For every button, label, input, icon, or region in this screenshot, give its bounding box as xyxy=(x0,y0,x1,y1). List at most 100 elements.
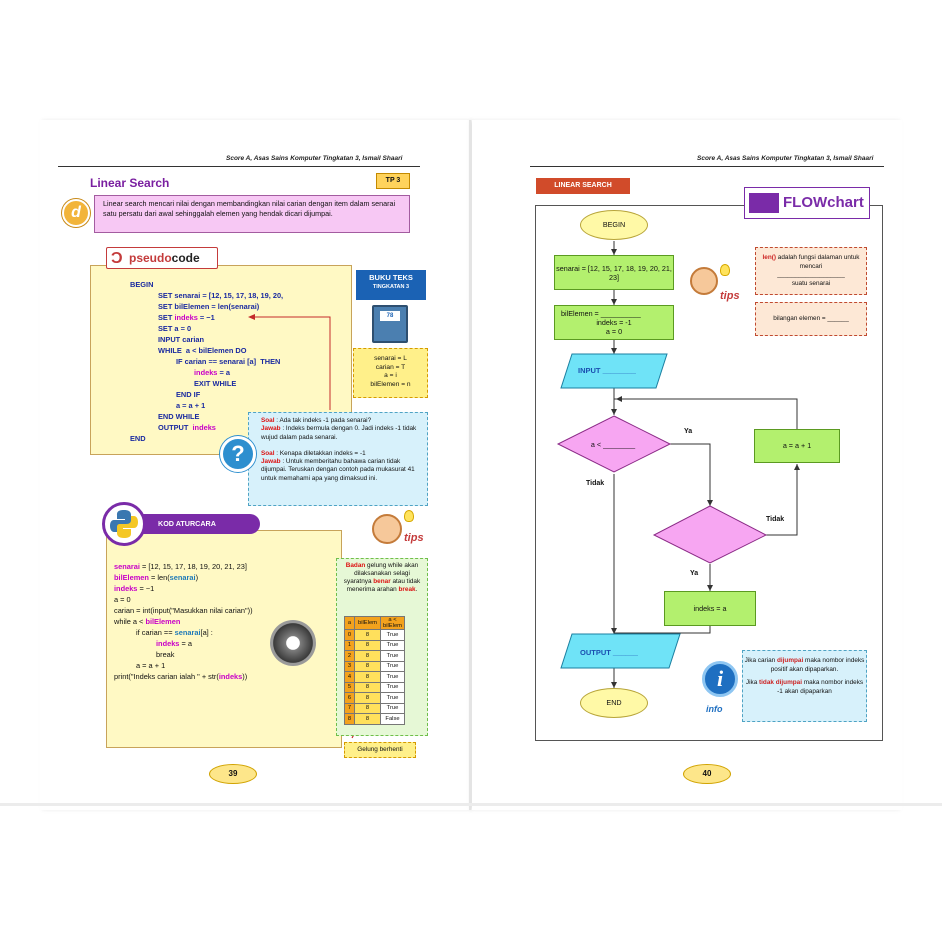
flow-label-ya: Ya xyxy=(690,570,699,577)
table-header: bilElem xyxy=(354,616,381,630)
buku-teks-title: BUKU TEKS xyxy=(369,273,413,282)
pseudo-line: IF carian == senarai [a] THEN xyxy=(176,357,281,366)
answer-2: Jawab : Untuk memberitahu bahawa carian … xyxy=(261,458,415,482)
header-rule-right xyxy=(530,166,884,167)
pseudo-line: OUTPUT indeks xyxy=(158,423,216,432)
info-line-not-found: Jika tidak dijumpai maka nombor indeks -… xyxy=(745,679,864,695)
loop-stop-note: Gelung berhenti xyxy=(344,742,416,758)
code-line: print("Indeks carian ialah " + str(indek… xyxy=(114,672,248,681)
pseudo-line: END IF xyxy=(176,390,201,399)
code-line: senarai = [12, 15, 17, 18, 19, 20, 21, 2… xyxy=(114,562,247,571)
pseudo-line: END WHILE xyxy=(158,412,200,421)
book-page-number: 78 xyxy=(380,311,400,321)
len-note-blank: ___________________ xyxy=(777,271,845,278)
output-parallelogram xyxy=(560,633,681,669)
page-edge xyxy=(0,803,942,806)
pseudo-line: END xyxy=(130,434,146,443)
tips-text: Badan gelung while akan dilaksanakan sel… xyxy=(343,562,421,593)
pseudo-line: EXIT WHILE xyxy=(194,379,237,388)
lightbulb-icon xyxy=(404,510,414,522)
code-line: indeks = a xyxy=(156,639,192,648)
flow-increment: a = a + 1 xyxy=(754,429,840,463)
decision-diamond-1 xyxy=(556,415,672,473)
code-line: if carian == senarai[a] : xyxy=(136,628,213,637)
code-line: bilElemen = len(senarai) xyxy=(114,573,199,582)
pseudo-line: BEGIN xyxy=(130,280,154,289)
pseudo-line: indeks = a xyxy=(194,368,230,377)
kid-icon xyxy=(372,514,402,544)
page-number-right: 40 xyxy=(683,764,731,784)
tips-label: tips xyxy=(404,532,424,544)
pseudo-line: SET bilElemen = len(senarai) xyxy=(158,302,260,311)
table-header: a < bilElem xyxy=(380,616,405,630)
pseudocode-c-icon: Ɔ xyxy=(111,250,123,267)
code-line: break xyxy=(156,650,175,659)
len-note: len() adalah fungsi dalaman untuk mencar… xyxy=(755,247,867,295)
flow-label-tidak: Tidak xyxy=(766,516,785,523)
code-line: a = a + 1 xyxy=(136,661,166,670)
python-logo-svg xyxy=(110,510,138,538)
pseudo-line: SET a = 0 xyxy=(158,324,192,333)
decision-diamond-2 xyxy=(652,505,768,564)
var-note: carian = T xyxy=(375,363,406,371)
var-note: senarai = L xyxy=(374,355,407,362)
info-box: Jika carian dijumpai maka nombor indeks … xyxy=(742,650,867,722)
var-note: a = i xyxy=(384,372,397,379)
kid-icon xyxy=(690,267,718,295)
answer-1: Jawab : Indeks bermula dengan 0. Jadi in… xyxy=(261,425,417,441)
running-head-right: Score A, Asas Sains Komputer Tingkatan 3… xyxy=(697,155,874,162)
info-line-found: Jika carian dijumpai maka nombor indeks … xyxy=(744,657,865,673)
flow-label-ya: Ya xyxy=(684,428,693,435)
question-box: Soal : Ada tak indeks -1 pada senarai? J… xyxy=(248,412,428,506)
len-note-line: len() adalah fungsi dalaman untuk mencar… xyxy=(762,254,860,270)
pseudo-line: SET indeks = −1 xyxy=(158,313,215,322)
flowchart-label: FLOWchart xyxy=(744,187,870,219)
intro-box: Linear search mencari nilai dengan memba… xyxy=(94,195,410,233)
flow-init-vars: bilElemen = __________ indeks = -1 a = 0 xyxy=(554,305,674,340)
pseudo-line: WHILE a < bilElemen DO xyxy=(158,346,247,355)
pseudo-line: INPUT carian xyxy=(158,335,205,344)
input-parallelogram xyxy=(560,353,668,389)
question-1: Soal : Ada tak indeks -1 pada senarai? xyxy=(261,417,372,424)
flow-begin: BEGIN xyxy=(580,210,648,240)
buku-teks-badge: BUKU TEKS TINGKATAN 3 xyxy=(356,270,426,300)
variable-notes: senarai = L carian = T a = i bilElemen =… xyxy=(353,348,428,398)
flowchart-frame xyxy=(535,205,883,741)
tp-badge: TP 3 xyxy=(376,173,410,189)
flow-assign-index: indeks = a xyxy=(664,591,756,626)
section-d-icon: d xyxy=(62,199,90,227)
pseudocode-label-text: pseudocode xyxy=(129,251,200,265)
info-label: info xyxy=(706,704,723,714)
book-icon: 78 xyxy=(372,305,408,343)
var-note: bilElemen = n xyxy=(370,380,411,388)
len-note-line: suatu senarai xyxy=(791,279,831,287)
info-icon: i xyxy=(702,661,738,697)
lightbulb-icon xyxy=(720,264,730,276)
question-mark-icon: ? xyxy=(220,436,256,472)
flow-input-text: INPUT ________ xyxy=(578,366,636,375)
flow-label-tidak: Tidak xyxy=(586,480,605,487)
pseudo-line: a = a + 1 xyxy=(176,401,206,410)
code-label: KOD ATURCARA xyxy=(140,514,260,534)
running-head-left: Score A, Asas Sains Komputer Tingkatan 3… xyxy=(226,155,403,162)
tips-label: tips xyxy=(720,290,740,302)
flow-init-line: bilElemen = __________ xyxy=(561,309,641,318)
flow-init-line: a = 0 xyxy=(605,327,623,336)
pseudocode-label: Ɔ pseudocode xyxy=(106,247,218,269)
code-line: while a < bilElemen xyxy=(114,617,181,626)
flow-init-line: indeks = -1 xyxy=(596,318,632,327)
code-line: indeks = −1 xyxy=(114,584,155,593)
flow-decision-1-text: a < ________ xyxy=(590,440,636,449)
code-line: carian = int(input("Masukkan nilai caria… xyxy=(114,606,253,615)
flow-end: END xyxy=(580,688,648,718)
element-count-note: bilangan elemen = ______ xyxy=(755,302,867,336)
flowchart-label-text: FLOWchart xyxy=(783,194,864,211)
table-header-row: a bilElem a < bilElem xyxy=(344,616,405,630)
flowchart-icon xyxy=(749,193,779,213)
